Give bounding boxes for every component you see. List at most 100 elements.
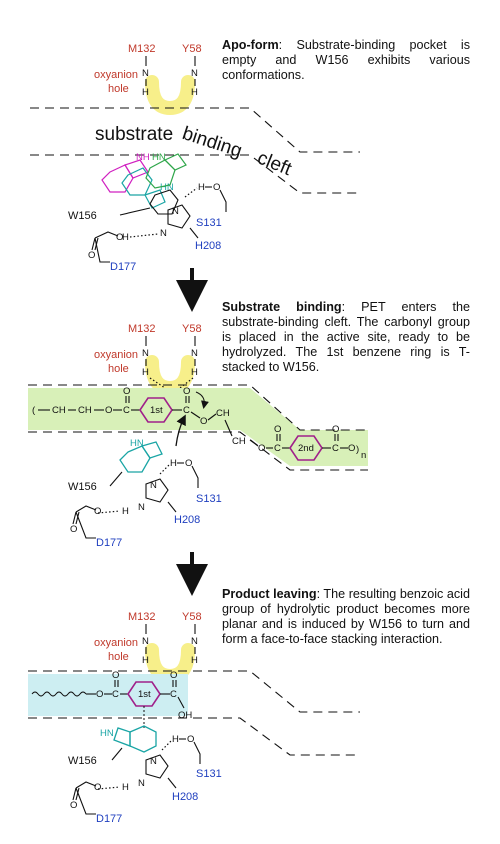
label-h208-leaving: H208 bbox=[172, 791, 198, 803]
svg-text:H: H bbox=[198, 182, 205, 193]
svg-text:CH: CH bbox=[216, 408, 230, 419]
panel-apo-heading: Apo-form bbox=[222, 38, 279, 52]
svg-text:N: N bbox=[142, 68, 149, 79]
panel-apo-body: Substrate-binding pocket is empty and W1… bbox=[222, 38, 471, 82]
label-s131-leaving: S131 bbox=[196, 768, 222, 780]
yellow-highlight bbox=[145, 75, 195, 116]
svg-text:HN: HN bbox=[152, 152, 166, 163]
svg-text:): ) bbox=[356, 444, 359, 455]
yellow-highlight bbox=[145, 355, 195, 396]
subscript-n: n bbox=[361, 450, 366, 461]
label-w156-binding: W156 bbox=[68, 481, 97, 493]
svg-text:O: O bbox=[185, 458, 192, 469]
svg-text:C: C bbox=[274, 443, 281, 454]
label-hole-leaving: hole bbox=[108, 651, 129, 663]
panel-apo-text: Apo-form: Substrate-binding pocket is em… bbox=[222, 38, 471, 82]
svg-text:HN: HN bbox=[100, 728, 114, 739]
svg-text:N: N bbox=[138, 778, 145, 789]
label-w156-leaving: W156 bbox=[68, 755, 97, 767]
svg-text:N: N bbox=[191, 348, 198, 359]
label-hole: hole bbox=[108, 83, 129, 95]
svg-text:O: O bbox=[183, 386, 190, 397]
svg-text:O: O bbox=[88, 250, 95, 261]
svg-text:O: O bbox=[258, 443, 265, 454]
cleft-upper-line bbox=[30, 107, 360, 153]
label-s131-apo: S131 bbox=[196, 217, 222, 229]
w156-leaving: HN W156 bbox=[68, 725, 157, 767]
svg-text:O: O bbox=[187, 734, 194, 745]
svg-text:O: O bbox=[170, 670, 177, 681]
cleft-label-substrate: substrate bbox=[95, 124, 173, 145]
chain-wavy bbox=[31, 691, 87, 697]
svg-text:C: C bbox=[332, 443, 339, 454]
svg-text:CH: CH bbox=[52, 405, 66, 416]
svg-text:N: N bbox=[138, 502, 145, 513]
hydroxyl-label: OH bbox=[178, 710, 192, 721]
svg-text:O: O bbox=[94, 506, 101, 517]
nucleophilic-attack-arrow bbox=[175, 414, 186, 447]
ring-2nd-label: 2nd bbox=[298, 443, 314, 454]
product-highlight bbox=[28, 674, 188, 716]
label-y58-leaving: Y58 bbox=[182, 611, 202, 623]
cleft-lower-line-binding bbox=[28, 431, 368, 471]
label-y58-binding: Y58 bbox=[182, 323, 202, 335]
electron-push-arrow bbox=[195, 391, 209, 409]
oxyanion-hole-binding: M132 Y58 N N H H oxyanion hole bbox=[94, 323, 202, 396]
svg-text:CH: CH bbox=[78, 405, 92, 416]
label-oxyanion-leaving: oxyanion bbox=[94, 637, 138, 649]
svg-text:H: H bbox=[142, 655, 149, 666]
svg-text:O: O bbox=[112, 670, 119, 681]
panel-leaving-heading: Product leaving bbox=[222, 587, 317, 601]
svg-text:C: C bbox=[123, 405, 130, 416]
panel-leaving: M132 Y58 N N H H oxyanion hole O C O bbox=[28, 611, 360, 825]
svg-text:N: N bbox=[150, 480, 157, 491]
substrate-highlight bbox=[28, 388, 368, 466]
svg-text:O: O bbox=[70, 524, 77, 535]
svg-text:H: H bbox=[122, 232, 129, 243]
svg-text:O: O bbox=[94, 782, 101, 793]
svg-text:N: N bbox=[142, 348, 149, 359]
label-d177-apo: D177 bbox=[110, 261, 136, 273]
label-y58: Y58 bbox=[182, 43, 202, 55]
svg-text:C: C bbox=[170, 689, 177, 700]
svg-text:N: N bbox=[142, 636, 149, 647]
label-hole-binding: hole bbox=[108, 363, 129, 375]
oxyanion-hole-apo: M132 Y58 N N H H oxyanion hole bbox=[94, 43, 202, 116]
label-h208-apo: H208 bbox=[195, 240, 221, 252]
svg-text:H: H bbox=[191, 367, 198, 378]
oxyanion-hole-leaving: M132 Y58 N N H H oxyanion hole bbox=[94, 611, 202, 684]
label-s131-binding: S131 bbox=[196, 493, 222, 505]
panel-leaving-body: The resulting benzoic acid group of hydr… bbox=[222, 587, 470, 646]
svg-text:N: N bbox=[172, 206, 179, 217]
cleft-upper-line-binding bbox=[28, 384, 368, 431]
svg-text:O: O bbox=[274, 424, 281, 435]
label-d177-binding: D177 bbox=[96, 537, 122, 549]
svg-text:O: O bbox=[70, 800, 77, 811]
panel-binding-heading: Substrate binding bbox=[222, 300, 342, 314]
svg-text:O: O bbox=[116, 232, 123, 243]
w156-conformers: NH HN HN W156 bbox=[68, 152, 187, 222]
svg-text:H: H bbox=[142, 87, 149, 98]
svg-text:H: H bbox=[172, 734, 179, 745]
svg-text:C: C bbox=[183, 405, 190, 416]
benzoic-acid-product: O C O 1st C O OH bbox=[31, 670, 192, 728]
panel-binding-body: PET enters the substrate-binding cleft. … bbox=[222, 300, 470, 374]
cleft-lower-line bbox=[30, 154, 360, 194]
cleft-upper-line-leaving bbox=[28, 670, 360, 713]
label-oxyanion: oxyanion bbox=[94, 69, 138, 81]
svg-text:H: H bbox=[191, 87, 198, 98]
svg-text:HN: HN bbox=[160, 182, 174, 193]
svg-text:O: O bbox=[123, 386, 130, 397]
svg-text:N: N bbox=[191, 68, 198, 79]
label-m132-binding: M132 bbox=[128, 323, 156, 335]
panel-binding: M132 Y58 N N H H oxyanion hole ( CH CH bbox=[28, 323, 368, 549]
cleft-lower-line-leaving bbox=[28, 717, 360, 756]
label-m132: M132 bbox=[128, 43, 156, 55]
svg-text:O: O bbox=[332, 424, 339, 435]
catalytic-triad-leaving: H O S131 N N H208 H O O D177 bbox=[70, 734, 222, 825]
svg-text:N: N bbox=[150, 756, 157, 767]
svg-text:(: ( bbox=[32, 405, 36, 416]
cleft-label-binding: binding bbox=[180, 123, 245, 162]
svg-text:O: O bbox=[96, 689, 103, 700]
